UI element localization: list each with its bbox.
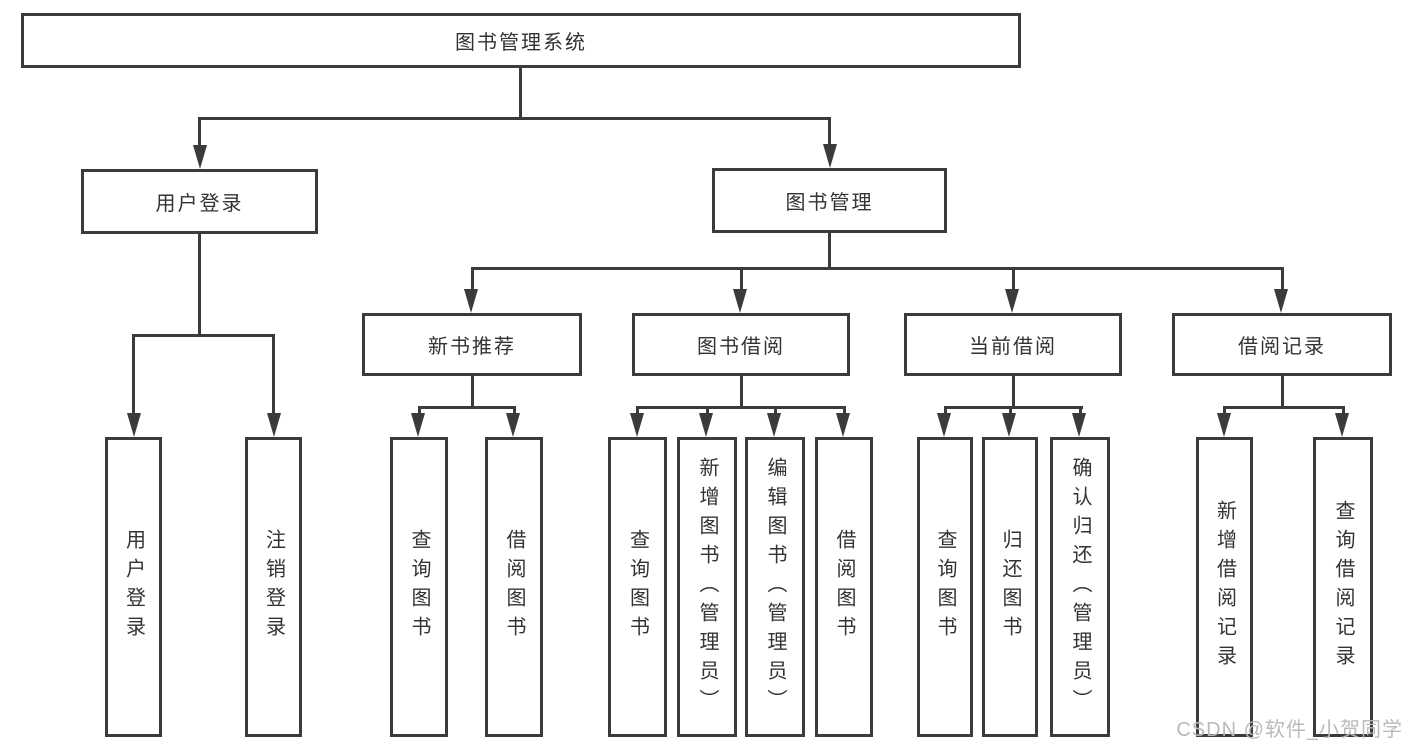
leaf-edit-books-admin-label: 编辑图书（管理员）	[764, 456, 786, 718]
leaf-logout-label: 注销登录	[262, 529, 285, 645]
leaf-edit-books-admin: 编辑图书（管理员）	[745, 437, 805, 737]
node-new-book-recommend: 新书推荐	[362, 313, 582, 376]
connector-line	[705, 406, 709, 417]
leaf-query-books-recommend-label: 查询图书	[408, 529, 430, 645]
arrow-down-icon	[1005, 289, 1019, 313]
connector-line	[198, 117, 831, 120]
leaf-add-books-admin: 新增图书（管理员）	[677, 437, 737, 737]
connector-line	[470, 267, 1284, 270]
arrow-down-icon	[733, 289, 747, 313]
arrow-down-icon	[1072, 413, 1086, 437]
leaf-return-books: 归还图书	[982, 437, 1038, 737]
connector-line	[132, 334, 275, 337]
connector-line	[1078, 406, 1082, 417]
connector-line	[842, 406, 846, 417]
leaf-query-borrow-record: 查询借阅记录	[1313, 437, 1373, 737]
node-root-label: 图书管理系统	[455, 32, 587, 54]
leaf-query-books-borrow: 查询图书	[608, 437, 667, 737]
leaf-return-books-label: 归还图书	[999, 529, 1021, 645]
connector-line	[1011, 267, 1015, 293]
connector-line	[739, 376, 743, 409]
connector-line	[417, 406, 421, 417]
leaf-borrow-books-recommend-label: 借阅图书	[503, 529, 525, 645]
connector-line	[773, 406, 777, 417]
arrow-down-icon	[699, 413, 713, 437]
arrow-down-icon	[266, 413, 281, 437]
arrow-down-icon	[937, 413, 951, 437]
arrow-down-icon	[836, 413, 850, 437]
connector-line	[943, 406, 947, 417]
connector-line	[518, 68, 522, 119]
connector-line	[132, 334, 135, 417]
connector-line	[1280, 267, 1284, 293]
node-current-borrow: 当前借阅	[904, 313, 1122, 376]
connector-line	[1223, 406, 1345, 409]
connector-line	[198, 234, 201, 337]
node-book-management: 图书管理	[712, 168, 947, 233]
node-borrow-records: 借阅记录	[1172, 313, 1392, 376]
arrow-down-icon	[1274, 289, 1288, 313]
node-book-borrow-label: 图书借阅	[697, 336, 785, 358]
connector-line	[1223, 406, 1226, 417]
arrow-down-icon	[411, 413, 425, 437]
leaf-query-books-recommend: 查询图书	[390, 437, 448, 737]
arrow-down-icon	[1216, 413, 1231, 437]
leaf-user-login: 用户登录	[105, 437, 162, 737]
connector-line	[470, 267, 474, 293]
node-user-login-label: 用户登录	[155, 193, 244, 215]
connector-line	[272, 334, 275, 417]
connector-line	[739, 267, 743, 293]
connector-line	[828, 117, 831, 148]
leaf-borrow-books-label: 借阅图书	[833, 529, 855, 645]
node-root: 图书管理系统	[21, 13, 1021, 68]
arrow-down-icon	[192, 145, 207, 169]
watermark: CSDN @软件_小贺同学	[1176, 719, 1403, 741]
arrow-down-icon	[506, 413, 520, 437]
arrow-down-icon	[464, 289, 478, 313]
connector-line	[198, 117, 201, 149]
leaf-add-borrow-record: 新增借阅记录	[1196, 437, 1253, 737]
leaf-logout: 注销登录	[245, 437, 302, 737]
node-book-borrow: 图书借阅	[632, 313, 850, 376]
leaf-add-borrow-record-label: 新增借阅记录	[1213, 500, 1236, 674]
leaf-query-books-current-label: 查询图书	[934, 529, 956, 645]
arrow-down-icon	[767, 413, 781, 437]
leaf-borrow-books-recommend: 借阅图书	[485, 437, 543, 737]
arrow-down-icon	[629, 413, 644, 437]
connector-line	[943, 406, 1083, 409]
connector-line	[1011, 376, 1015, 409]
node-borrow-records-label: 借阅记录	[1238, 336, 1326, 358]
connector-line	[1008, 406, 1012, 417]
connector-line	[1341, 406, 1345, 417]
leaf-query-books-current: 查询图书	[917, 437, 973, 737]
node-new-book-recommend-label: 新书推荐	[428, 336, 516, 358]
node-book-management-label: 图书管理	[785, 192, 874, 214]
arrow-down-icon	[822, 144, 837, 168]
leaf-user-login-label: 用户登录	[122, 529, 145, 645]
arrow-down-icon	[1335, 413, 1349, 437]
leaf-query-borrow-record-label: 查询借阅记录	[1332, 500, 1354, 674]
node-current-borrow-label: 当前借阅	[969, 336, 1057, 358]
connector-line	[1280, 376, 1284, 409]
node-user-login: 用户登录	[81, 169, 318, 234]
connector-line	[417, 406, 516, 409]
arrow-down-icon	[1002, 413, 1016, 437]
leaf-confirm-return-admin-label: 确认归还（管理员）	[1069, 456, 1091, 718]
leaf-confirm-return-admin: 确认归还（管理员）	[1050, 437, 1110, 737]
leaf-query-books-borrow-label: 查询图书	[626, 529, 649, 645]
leaf-borrow-books: 借阅图书	[815, 437, 873, 737]
connector-line	[828, 233, 831, 270]
leaf-add-books-admin-label: 新增图书（管理员）	[696, 456, 718, 718]
connector-line	[512, 406, 516, 417]
connector-line	[636, 406, 846, 409]
arrow-down-icon	[126, 413, 141, 437]
connector-line	[470, 376, 474, 409]
connector-line	[636, 406, 639, 417]
